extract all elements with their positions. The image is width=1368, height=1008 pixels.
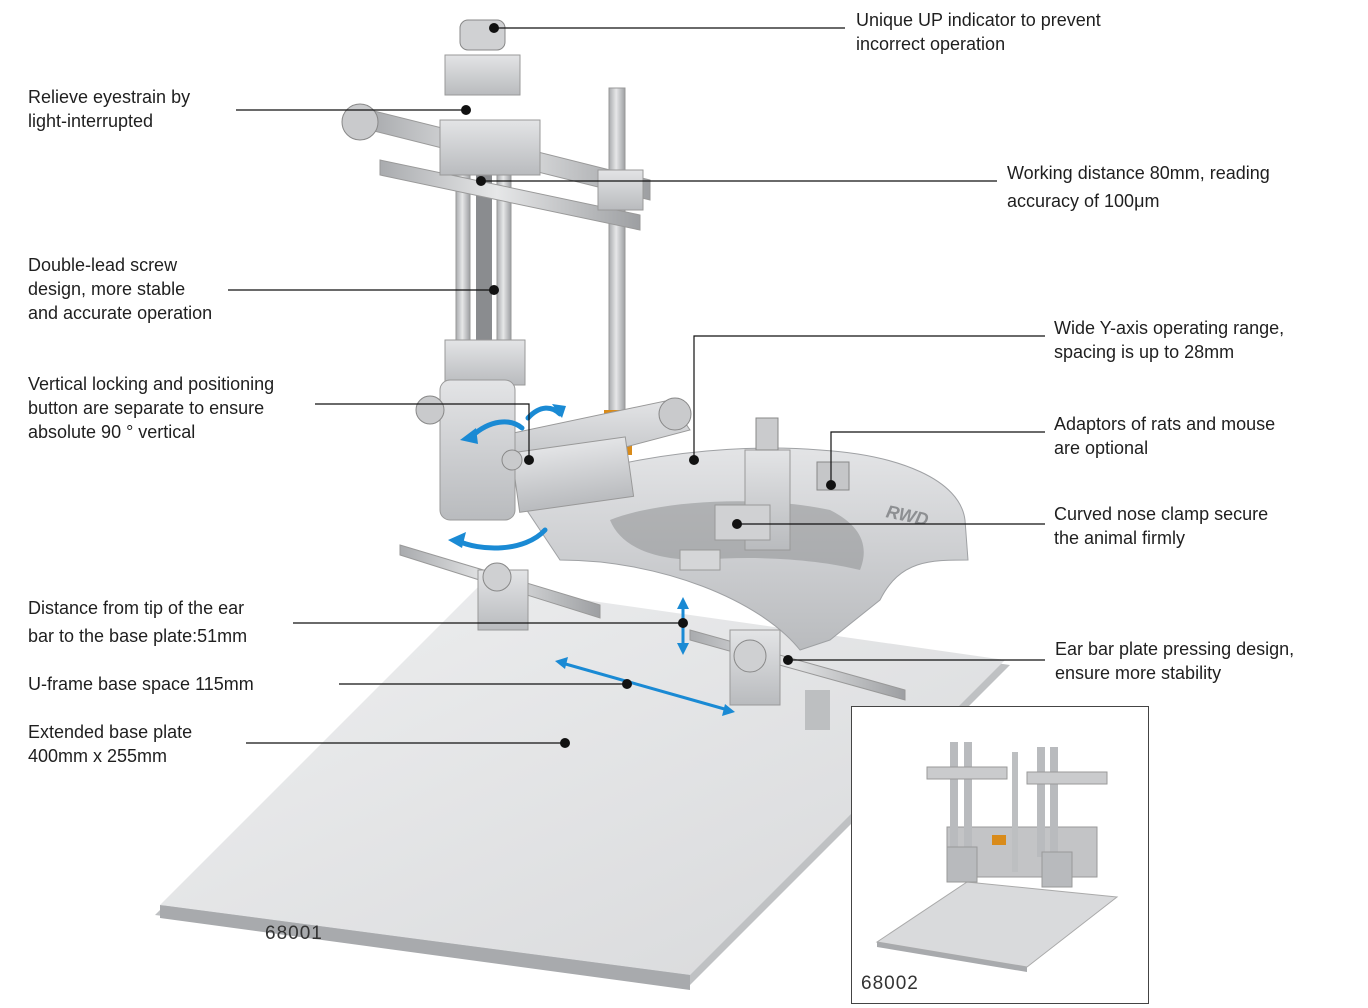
callout-y-axis: Wide Y-axis operating range,spacing is u… [1054,318,1285,362]
callout-ear-bar-plate: Ear bar plate pressing design,ensure mor… [1055,639,1295,683]
leader-lines [228,27,1045,744]
callout-u-frame: U-frame base space 115mm [28,674,254,694]
model-number-main: 68001 [265,923,323,944]
inset-model-image: 68002 [851,706,1149,1004]
rotation-joint [415,379,523,521]
model-number-inset: 68002 [861,973,919,994]
arrowheads [448,404,566,548]
callout-dots [461,23,836,748]
inset-illustration [875,742,1119,972]
nose-clamp [714,417,791,551]
base-plate [155,585,1010,990]
ear-bar-right [689,629,906,730]
u-frame-width-arrow [555,657,735,716]
support-rod [604,87,632,455]
cross-slide [341,103,651,231]
ear-bar-left [399,544,601,631]
vertical-column [444,19,526,386]
